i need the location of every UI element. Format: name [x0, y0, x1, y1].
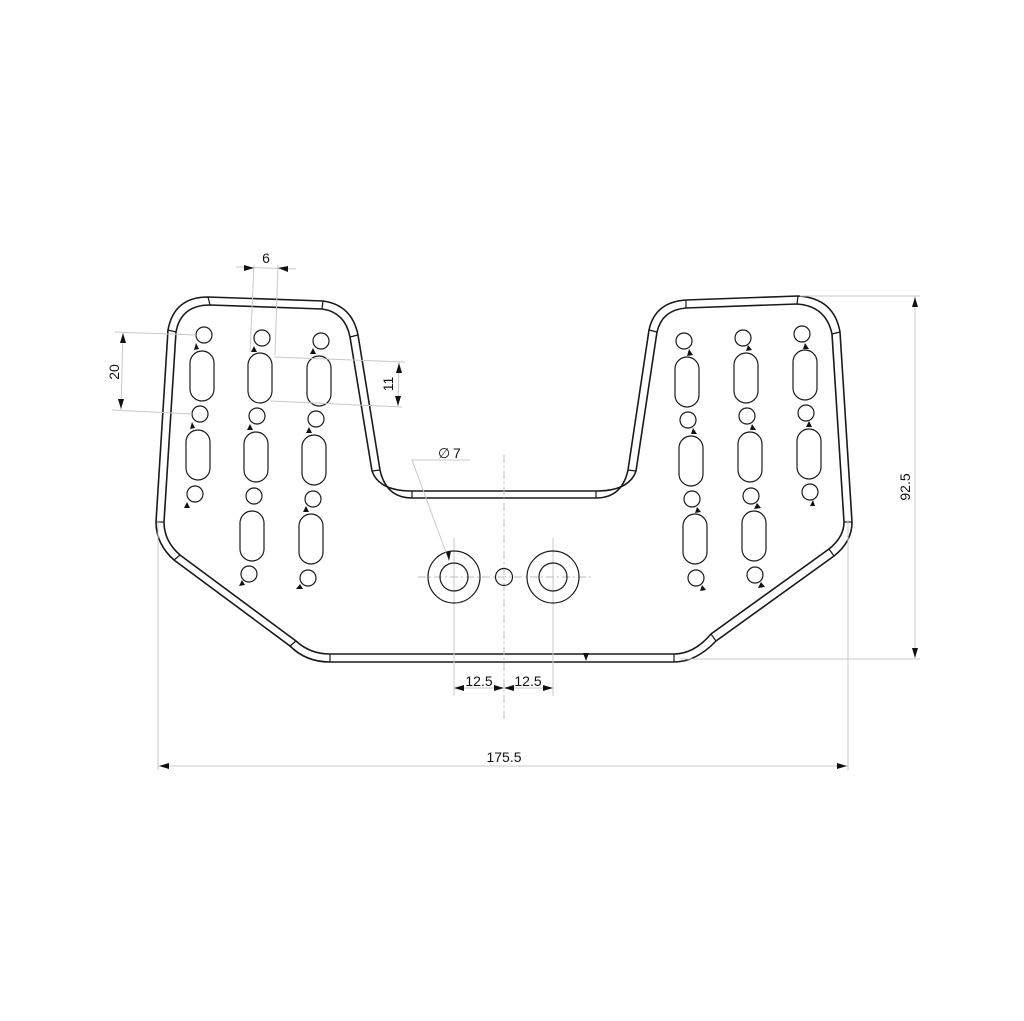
- dim-label-overall-width: 175.5: [486, 749, 521, 765]
- pilot-hole: [679, 411, 697, 429]
- slot: [189, 350, 215, 402]
- pilot-hole: [687, 569, 705, 587]
- pilot-hole: [742, 487, 760, 505]
- dim-label-offset-left: 12.5: [465, 673, 492, 689]
- pilot-hole: [299, 569, 317, 587]
- slot: [185, 429, 211, 481]
- slot: [737, 431, 763, 483]
- pilot-hole: [734, 329, 752, 347]
- dim-overall-height: 92.5: [680, 295, 920, 660]
- pilot-hole: [240, 565, 258, 583]
- dim-label-overall-height: 92.5: [897, 473, 913, 500]
- left-hole-inner: [439, 562, 469, 592]
- pilot-hole: [797, 404, 815, 422]
- pilot-hole: [195, 326, 213, 344]
- pilot-hole: [191, 405, 209, 423]
- plate-outline: [155, 295, 853, 663]
- slot: [298, 513, 324, 565]
- right-counterbore-outer: [526, 550, 580, 604]
- slot: [682, 513, 708, 565]
- left-slot-array: [184, 326, 332, 589]
- pilot-hole: [746, 566, 764, 584]
- dim-hole-diameter: ∅ 7: [438, 445, 461, 461]
- pilot-hole: [312, 332, 330, 350]
- dim-label-hole-diameter: 7: [453, 445, 461, 461]
- center-holes: [411, 455, 592, 722]
- pilot-hole: [675, 332, 693, 350]
- pilot-hole: [253, 329, 271, 347]
- right-slot-array: [674, 325, 822, 591]
- pilot-hole: [793, 325, 811, 343]
- slot: [733, 352, 759, 404]
- pilot-hole: [186, 485, 204, 503]
- slot: [301, 434, 327, 486]
- pilot-hole: [307, 410, 325, 428]
- slot: [792, 349, 818, 401]
- dim-label-slot-height: 11: [380, 377, 396, 392]
- pilot-hole: [801, 483, 819, 501]
- dim-label-slot-width: 6: [262, 250, 270, 266]
- pilot-hole: [683, 490, 701, 508]
- dim-slot-width: 6: [235, 250, 297, 356]
- center-pilot-hole: [494, 567, 514, 587]
- dim-hole-offsets: 12.5 12.5: [454, 673, 553, 691]
- dim-slot-height: 11: [270, 356, 406, 408]
- dim-label-slot-pitch: 20: [106, 364, 122, 380]
- pilot-hole: [248, 407, 266, 425]
- right-hole-inner: [538, 562, 568, 592]
- slot: [239, 510, 265, 562]
- left-counterbore-outer: [427, 550, 481, 604]
- pilot-hole: [245, 487, 263, 505]
- slot: [741, 510, 767, 562]
- pilot-hole: [738, 407, 756, 425]
- slot: [306, 355, 332, 407]
- slot: [678, 435, 704, 487]
- dim-overall-width: 175.5: [157, 520, 849, 770]
- dim-slot-pitch: 20: [106, 331, 197, 415]
- slot: [674, 356, 700, 408]
- slot: [796, 428, 822, 480]
- diameter-symbol: ∅: [438, 445, 450, 461]
- pilot-hole: [304, 490, 322, 508]
- dim-label-offset-right: 12.5: [514, 673, 541, 689]
- slot: [243, 431, 269, 483]
- slot: [247, 352, 273, 404]
